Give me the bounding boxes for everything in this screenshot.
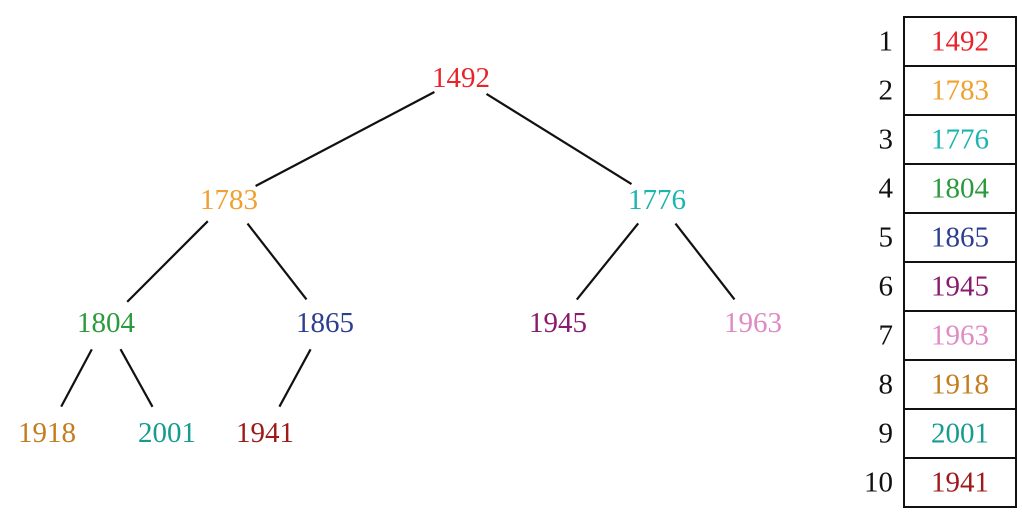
- tree-node-1: 1492: [432, 62, 490, 94]
- array-index-6: 6: [879, 271, 894, 303]
- array-value-3: 1776: [931, 124, 989, 156]
- array-index-3: 3: [879, 124, 894, 156]
- array-index-7: 7: [879, 320, 894, 352]
- tree-node-3: 1776: [628, 184, 686, 216]
- tree-nodes: 1492 1783 1776 1804 1865 1945 1963 1918 2001 1941: [18, 62, 782, 449]
- tree-node-10: 1941: [236, 417, 294, 449]
- array-value-1: 1492: [931, 26, 989, 58]
- array-cell-8: [903, 359, 1017, 410]
- array-value-9: 2001: [931, 418, 989, 450]
- array-index-2: 2: [879, 75, 894, 107]
- array-index-4: 4: [879, 173, 894, 205]
- array-value-6: 1945: [931, 271, 989, 303]
- array-cell-1: [903, 16, 1017, 67]
- array-cell-2: [903, 65, 1017, 116]
- tree-edge-1776-n7: [674, 222, 736, 301]
- array-value-5: 1865: [931, 222, 989, 254]
- tree-edges: [60, 91, 736, 408]
- tree-node-6: 1945: [529, 307, 587, 339]
- array-index-10: 10: [864, 467, 893, 499]
- tree-edge-1492-n3: [485, 92, 633, 186]
- tree-node-4: 1804: [77, 307, 136, 339]
- tree-edge-1804-n9: [119, 348, 154, 408]
- tree-edge-1776-n6: [575, 222, 640, 301]
- tree-edge-1492-n2: [255, 91, 435, 187]
- tree-edge-1804-n8: [60, 348, 93, 408]
- tree-edge-1783-n5: [246, 222, 308, 301]
- array-value-7: 1963: [931, 320, 989, 352]
- tree-edge-1865-n10: [278, 348, 312, 408]
- tree-node-7: 1963: [724, 307, 782, 339]
- tree-node-9: 2001: [138, 417, 196, 449]
- array-index-1: 1: [879, 26, 894, 58]
- array-index-9: 9: [879, 418, 894, 450]
- array-cell-6: [903, 261, 1017, 312]
- tree-edge-1783-n4: [126, 220, 209, 303]
- array-cell-4: [903, 163, 1017, 214]
- array-index-8: 8: [879, 369, 894, 401]
- array-table: 1 1492 2 1783 3 1776 4 1804 5 1865 6 1945 7 1963 8 1918…: [864, 16, 1017, 508]
- tree-node-2: 1783: [200, 184, 258, 216]
- array-cell-10: [903, 457, 1017, 508]
- array-value-10: 1941: [931, 467, 989, 499]
- array-value-8: 1918: [931, 369, 989, 401]
- array-value-4: 1804: [931, 173, 990, 205]
- array-value-2: 1783: [931, 75, 989, 107]
- tree-node-5: 1865: [296, 307, 354, 339]
- tree-node-8: 1918: [18, 417, 76, 449]
- array-index-5: 5: [879, 222, 894, 254]
